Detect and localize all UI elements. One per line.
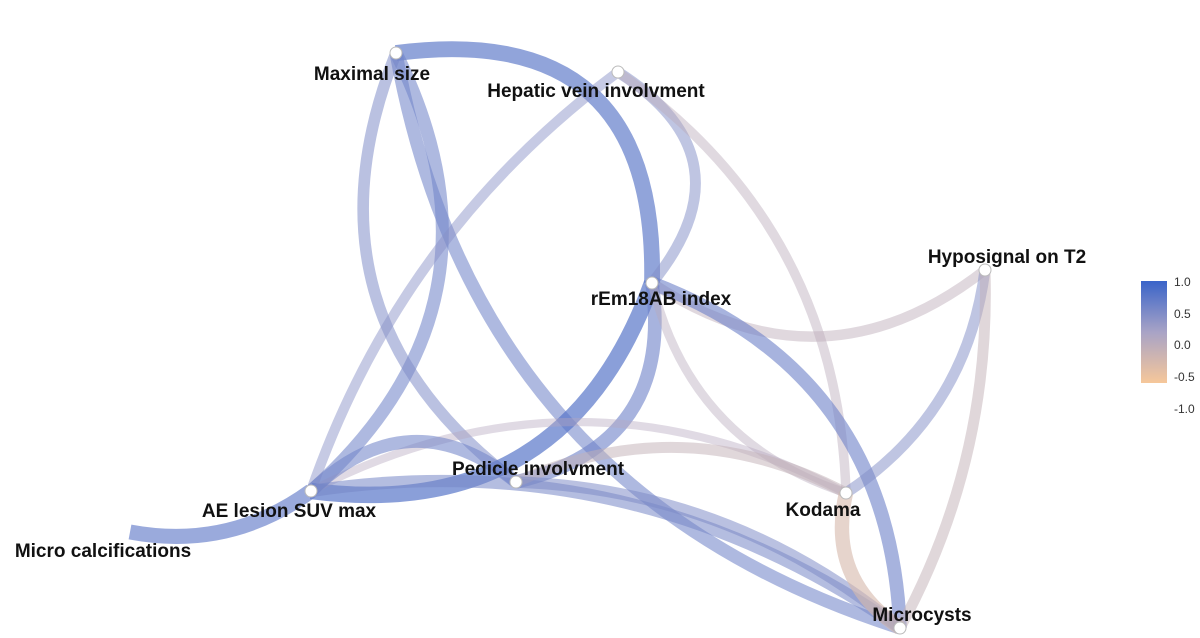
node-label-rem18ab: rEm18AB index	[591, 289, 732, 310]
edge-ae_suv-pedicle	[306, 435, 521, 496]
edge-hyposignal_t2-kodama	[842, 269, 991, 498]
legend-tick-4: -0.5	[1174, 370, 1195, 384]
node-maximal_size	[389, 46, 403, 60]
node-label-hyposignal_t2: Hyposignal on T2	[928, 247, 1086, 268]
edge-rem18ab-microcysts	[649, 276, 907, 629]
edge-pedicle-kodama	[513, 441, 849, 498]
edge-maximal_size-pedicle	[357, 50, 520, 487]
edge-rem18ab-ae_suv	[309, 280, 660, 504]
node-label-hepatic_vein: Hepatic vein involvment	[487, 81, 705, 102]
color-legend: 1.0 0.5 0.0 -0.5 -1.0	[1141, 275, 1195, 416]
legend-tick-1: 1.0	[1174, 275, 1191, 289]
node-label-maximal_size: Maximal size	[314, 64, 430, 85]
node-hyposignal_t2	[978, 263, 992, 277]
node-microcysts	[893, 621, 907, 635]
edge-hepatic_vein-rem18ab	[615, 67, 701, 287]
legend-tick-5: -1.0	[1174, 402, 1195, 416]
node-kodama	[839, 486, 853, 500]
node-label-microcysts: Microcysts	[872, 605, 971, 626]
edge-ae_suv-microcysts	[310, 474, 904, 634]
edges-layer	[128, 41, 991, 635]
edge-maximal_size-ae_suv	[306, 50, 449, 496]
node-hepatic_vein	[611, 65, 625, 79]
node-label-pedicle: Pedicle involvment	[452, 459, 625, 480]
edge-maximal_size-rem18ab	[394, 41, 660, 284]
node-rem18ab	[645, 276, 659, 290]
edge-hyposignal_t2-microcysts	[895, 269, 991, 631]
legend-colorbar	[1141, 281, 1167, 383]
legend-tick-2: 0.5	[1174, 307, 1191, 321]
edge-hepatic_vein-ae_suv	[306, 67, 622, 493]
node-label-micro_calc: Micro calcifications	[15, 541, 191, 562]
legend-tick-3: 0.0	[1174, 338, 1191, 352]
edge-kodama-microcysts	[834, 491, 905, 634]
node-pedicle	[509, 475, 523, 489]
nodes-layer	[304, 46, 992, 635]
node-ae_suv	[304, 484, 318, 498]
node-label-ae_suv: AE lesion SUV max	[202, 501, 377, 522]
edge-ae_suv-micro_calc	[128, 484, 316, 544]
node-label-kodama: Kodama	[786, 500, 861, 521]
